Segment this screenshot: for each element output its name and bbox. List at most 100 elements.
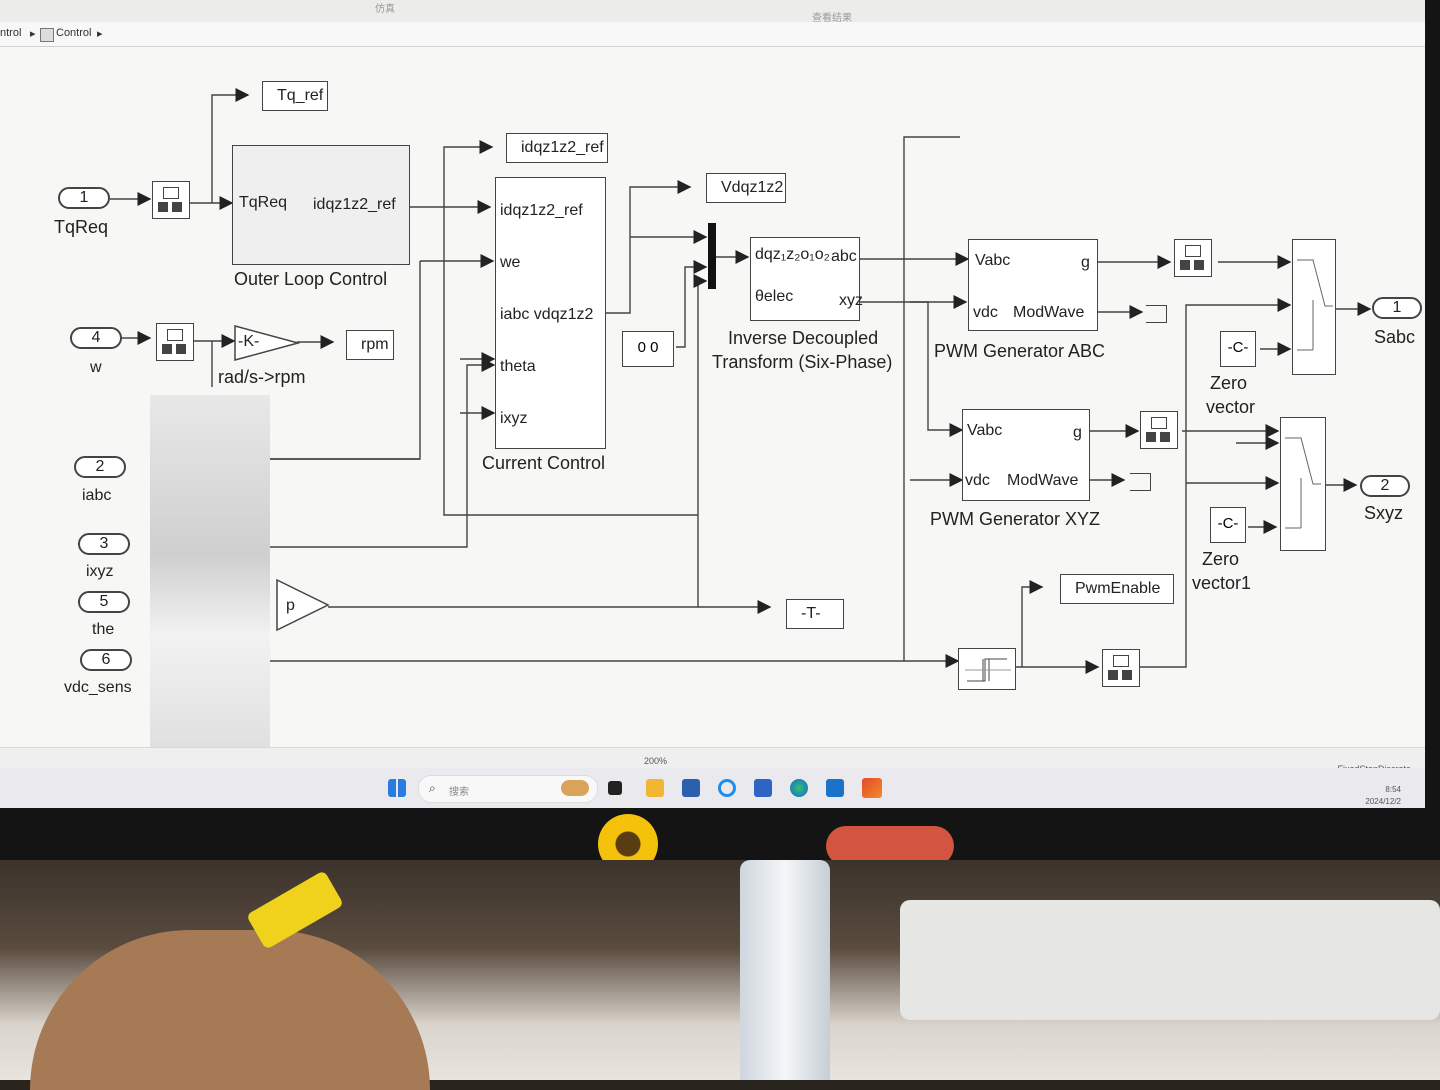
inport-vdc[interactable]: 6 bbox=[80, 649, 132, 671]
outer-loop-control-block[interactable]: TqReq idqz1z2_ref bbox=[232, 145, 410, 265]
gain-k-block[interactable] bbox=[234, 325, 300, 361]
obscured-region bbox=[150, 395, 270, 795]
block-name: Transform (Six-Phase) bbox=[712, 352, 893, 372]
switch-icon bbox=[1285, 437, 1321, 529]
pwm-generator-xyz-block[interactable]: Vabc g vdc ModWave bbox=[962, 409, 1090, 501]
switch-block[interactable] bbox=[1280, 417, 1326, 551]
inport-label: w bbox=[90, 359, 102, 376]
switch-icon bbox=[1297, 259, 1333, 351]
port-label: Vabc bbox=[967, 422, 1003, 439]
goto-rpm[interactable]: rpm bbox=[346, 330, 394, 360]
inport-ixyz[interactable]: 3 bbox=[78, 533, 130, 555]
system-clock[interactable]: 8:54 2024/12/2 bbox=[1365, 784, 1401, 808]
rate-transition-block[interactable] bbox=[1102, 649, 1140, 687]
switch-block[interactable] bbox=[1292, 239, 1336, 375]
goto-vdqz1z2[interactable]: Vdqz1z2 bbox=[706, 173, 786, 203]
subsystem-icon bbox=[40, 28, 54, 42]
signal-lines bbox=[110, 88, 1372, 674]
block-name: Outer Loop Control bbox=[234, 269, 388, 289]
outport-sxyz[interactable]: 2 bbox=[1360, 475, 1410, 497]
spray-bottle bbox=[740, 860, 830, 1080]
current-control-block[interactable]: idqz1z2_ref we iabc vdqz1z2 theta ixyz bbox=[495, 177, 606, 449]
wooden-stand bbox=[30, 930, 430, 1090]
from-t[interactable]: -T- bbox=[786, 599, 844, 629]
terminator-block[interactable] bbox=[1130, 473, 1151, 491]
block-name: rad/s->rpm bbox=[218, 367, 306, 387]
inport-theta[interactable]: 5 bbox=[78, 591, 130, 613]
folder-icon[interactable] bbox=[646, 779, 664, 797]
tab-review-results[interactable]: 查看结果 bbox=[812, 13, 852, 24]
mux-block[interactable] bbox=[708, 223, 716, 289]
power-strip bbox=[900, 900, 1440, 1020]
zero-vector-constant[interactable]: -C- bbox=[1220, 331, 1256, 367]
clock-date: 2024/12/2 bbox=[1365, 797, 1401, 806]
search-highlight-icon bbox=[561, 780, 589, 796]
inport-tqreq[interactable]: 1 bbox=[58, 187, 110, 209]
pwm-generator-abc-block[interactable]: Vabc g vdc ModWave bbox=[968, 239, 1098, 331]
block-name: Inverse Decoupled bbox=[728, 328, 879, 348]
port-label: abc bbox=[831, 248, 857, 265]
matlab-icon[interactable] bbox=[862, 778, 882, 798]
port-label: xyz bbox=[839, 292, 863, 309]
port-label: g bbox=[1073, 424, 1082, 441]
constant-block[interactable]: 0 0 bbox=[622, 331, 674, 367]
edge-browser-icon[interactable] bbox=[790, 779, 808, 797]
hysteresis-icon bbox=[965, 658, 1011, 682]
port-label: ModWave bbox=[1013, 304, 1085, 321]
port-label: idqz1z2_ref bbox=[313, 196, 396, 213]
port-label: ixyz bbox=[500, 410, 528, 427]
inverse-decoupled-transform-block[interactable]: dqz₁z₂o₁o₂ abc θelec xyz bbox=[750, 237, 863, 321]
port-label: theta bbox=[500, 358, 536, 375]
block-name: Zero bbox=[1210, 373, 1248, 393]
store-icon[interactable] bbox=[682, 779, 700, 797]
goto-pwm-enable[interactable]: PwmEnable bbox=[1060, 574, 1174, 604]
inport-iabc[interactable]: 2 bbox=[74, 456, 126, 478]
gain-label: -K- bbox=[238, 333, 260, 350]
inport-w[interactable]: 4 bbox=[70, 327, 122, 349]
port-label: g bbox=[1081, 254, 1090, 271]
search-placeholder: 搜索 bbox=[449, 787, 469, 798]
search-icon: ⌕ bbox=[429, 781, 436, 795]
app-icon[interactable] bbox=[754, 779, 772, 797]
monitor: 仿真 查看结果 ntrol ▸ Control ▸ bbox=[0, 0, 1440, 874]
task-view-icon[interactable] bbox=[608, 781, 622, 795]
inport-label: ixyz bbox=[86, 563, 114, 580]
breadcrumb: ntrol ▸ Control ▸ bbox=[0, 22, 1425, 47]
app-icon[interactable] bbox=[718, 779, 736, 797]
rate-transition-block[interactable] bbox=[152, 181, 190, 219]
inport-label: the bbox=[92, 621, 115, 638]
taskbar bbox=[0, 768, 1425, 808]
port-label: TqReq bbox=[239, 194, 288, 211]
port-label: vdc bbox=[973, 304, 998, 321]
port-label: Vabc bbox=[975, 252, 1011, 269]
zoom-level: 200% bbox=[644, 756, 668, 766]
windows-start-icon[interactable] bbox=[388, 779, 406, 797]
tab-simulation[interactable]: 仿真 bbox=[375, 4, 395, 15]
rate-transition-block[interactable] bbox=[1140, 411, 1178, 449]
word-icon[interactable] bbox=[826, 779, 844, 797]
breadcrumb-parent[interactable]: ntrol bbox=[0, 27, 22, 39]
port-label: θelec bbox=[755, 288, 794, 305]
relay-block[interactable] bbox=[958, 648, 1016, 690]
port-label: we bbox=[500, 254, 521, 271]
terminator-block[interactable] bbox=[1146, 305, 1167, 323]
breadcrumb-current[interactable]: Control bbox=[56, 27, 92, 39]
block-name: Current Control bbox=[482, 453, 606, 473]
inport-label: vdc_sens bbox=[64, 679, 132, 696]
screen: 仿真 查看结果 ntrol ▸ Control ▸ bbox=[0, 0, 1425, 808]
goto-tq-ref[interactable]: Tq_ref bbox=[262, 81, 328, 111]
zero-vector1-constant[interactable]: -C- bbox=[1210, 507, 1246, 543]
goto-idqz1z2-ref[interactable]: idqz1z2_ref bbox=[506, 133, 608, 163]
chevron-right-icon: ▸ bbox=[97, 28, 103, 40]
inport-label: TqReq bbox=[54, 217, 109, 237]
desk-background bbox=[0, 860, 1440, 1090]
rate-transition-block[interactable] bbox=[156, 323, 194, 361]
rate-transition-block[interactable] bbox=[1174, 239, 1212, 277]
outport-label: Sxyz bbox=[1364, 503, 1404, 523]
gain-label: p bbox=[286, 597, 295, 614]
port-label: dqz₁z₂o₁o₂ bbox=[755, 246, 830, 263]
block-name: Zero bbox=[1202, 549, 1240, 569]
outport-sabc[interactable]: 1 bbox=[1372, 297, 1422, 319]
taskbar-search-input[interactable]: ⌕ 搜索 bbox=[418, 775, 598, 803]
gain-p-block[interactable] bbox=[276, 579, 330, 631]
